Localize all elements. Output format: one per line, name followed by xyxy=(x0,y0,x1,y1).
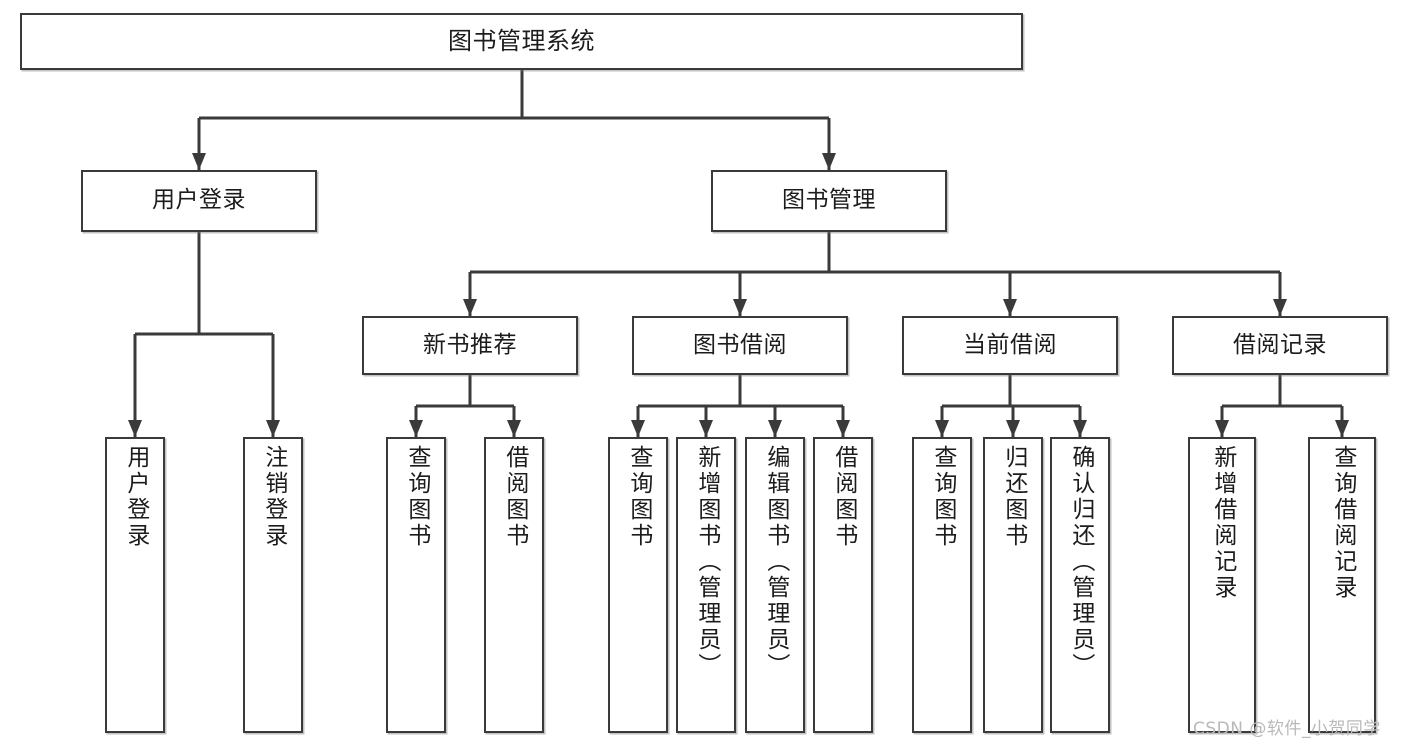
csdn-watermark: CSDN @软件_小贺同学 xyxy=(1193,719,1381,739)
node-current[interactable]: 当前借阅 xyxy=(902,316,1118,375)
node-label: 归还图书 xyxy=(1000,445,1027,549)
node-label: 图书借阅 xyxy=(693,331,787,358)
node-leaf-records-2[interactable]: 查询借阅记录 xyxy=(1308,437,1376,733)
edge-arrowhead xyxy=(699,420,713,437)
node-label: 借阅图书 xyxy=(830,445,857,549)
node-label: 编辑图书（管理员） xyxy=(762,445,789,679)
node-label: 查询图书 xyxy=(929,445,956,549)
node-root[interactable]: 图书管理系统 xyxy=(20,13,1023,70)
node-label: 查询图书 xyxy=(625,445,652,549)
node-label: 借阅图书 xyxy=(501,445,528,549)
edge-arrowhead xyxy=(836,420,850,437)
edge-arrowhead xyxy=(1073,420,1087,437)
edge-arrowhead xyxy=(768,420,782,437)
node-leaf-newrec-2[interactable]: 借阅图书 xyxy=(484,437,544,733)
edge-arrowhead xyxy=(409,420,423,437)
edge-arrowhead xyxy=(935,420,949,437)
edge-arrowhead xyxy=(631,420,645,437)
node-label: 查询图书 xyxy=(403,445,430,549)
node-leaf-login-2[interactable]: 注销登录 xyxy=(243,437,303,733)
node-label: 当前借阅 xyxy=(963,331,1057,358)
node-leaf-login-1[interactable]: 用户登录 xyxy=(105,437,165,733)
edge-arrowhead xyxy=(463,299,477,316)
edge-arrowhead xyxy=(507,420,521,437)
node-leaf-current-2[interactable]: 归还图书 xyxy=(983,437,1043,733)
node-label: 用户登录 xyxy=(152,187,246,214)
node-leaf-current-3[interactable]: 确认归还（管理员） xyxy=(1050,437,1110,733)
edge-arrowhead xyxy=(266,420,280,437)
node-label: 图书管理 xyxy=(782,187,876,214)
edge-arrowhead xyxy=(733,299,747,316)
edge-arrowhead xyxy=(822,153,836,170)
edge-arrowhead xyxy=(1003,299,1017,316)
node-label: 注销登录 xyxy=(260,445,287,549)
node-borrow[interactable]: 图书借阅 xyxy=(632,316,848,375)
node-label: 确认归还（管理员） xyxy=(1067,445,1094,679)
node-leaf-borrow-4[interactable]: 借阅图书 xyxy=(813,437,873,733)
node-records[interactable]: 借阅记录 xyxy=(1172,316,1388,375)
node-label: 图书管理系统 xyxy=(448,27,595,56)
edge-arrowhead xyxy=(1273,299,1287,316)
node-label: 新增借阅记录 xyxy=(1209,445,1236,601)
node-leaf-borrow-3[interactable]: 编辑图书（管理员） xyxy=(745,437,805,733)
edge-arrowhead xyxy=(128,420,142,437)
node-leaf-records-1[interactable]: 新增借阅记录 xyxy=(1188,437,1256,733)
edge-arrowhead xyxy=(1215,420,1229,437)
node-label: 用户登录 xyxy=(122,445,149,549)
node-label: 新书推荐 xyxy=(423,331,517,358)
node-label: 新增图书（管理员） xyxy=(693,445,720,679)
node-leaf-current-1[interactable]: 查询图书 xyxy=(912,437,972,733)
edge-arrowhead xyxy=(1006,420,1020,437)
edge-group xyxy=(128,70,1349,437)
edge-arrowhead xyxy=(192,153,206,170)
node-bookmgmt[interactable]: 图书管理 xyxy=(711,170,947,232)
edge-arrowhead xyxy=(1335,420,1349,437)
node-leaf-borrow-1[interactable]: 查询图书 xyxy=(608,437,668,733)
node-newrec[interactable]: 新书推荐 xyxy=(362,316,578,375)
node-leaf-borrow-2[interactable]: 新增图书（管理员） xyxy=(676,437,736,733)
node-login[interactable]: 用户登录 xyxy=(81,170,317,232)
node-leaf-newrec-1[interactable]: 查询图书 xyxy=(386,437,446,733)
node-label: 查询借阅记录 xyxy=(1329,445,1356,601)
node-label: 借阅记录 xyxy=(1233,331,1327,358)
